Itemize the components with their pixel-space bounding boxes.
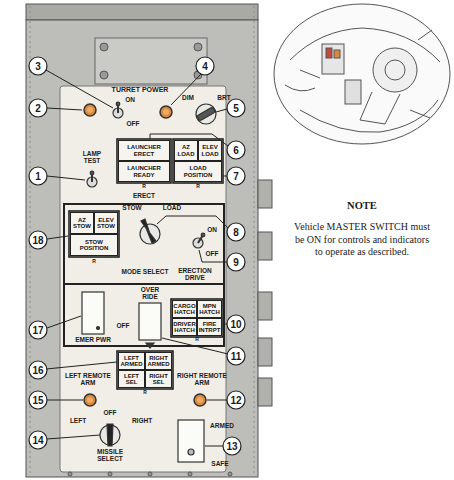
indicator-text: FIRE INTRPT: [198, 321, 221, 334]
indicator-lens: RIGHT SEL: [145, 370, 172, 388]
panel-label: R: [142, 184, 146, 189]
panel-label: RIGHT: [132, 418, 152, 425]
indicator-lens: ELEV STOW: [94, 212, 118, 234]
indicator-text: LAUNCHER READY: [119, 165, 169, 178]
indicator-text: ELEV STOW: [95, 217, 117, 230]
callout-number: 15: [32, 395, 43, 406]
panel-label: ERECT: [133, 193, 155, 200]
panel-label: OFF: [127, 121, 140, 128]
panel-label: DIM: [182, 95, 194, 102]
indicator-lens: LOAD POSITION: [174, 161, 222, 182]
panel-label: R: [196, 184, 200, 189]
panel-label: OVER RIDE: [136, 287, 164, 301]
callout-number: 1: [35, 171, 41, 182]
panel-label: OFF: [104, 410, 117, 417]
panel-label: SAFE: [211, 461, 228, 468]
panel-label: R: [195, 337, 199, 342]
panel-label: MODE SELECT: [122, 269, 169, 276]
callout-number: 11: [231, 351, 242, 362]
indicator-text: DRIVER HATCH: [173, 321, 196, 334]
callout-number: 7: [233, 171, 239, 182]
panel-label: EMER PWR: [75, 337, 111, 344]
panel-label: LEFT REMOTE ARM: [63, 373, 113, 387]
indicator-lens: DRIVER HATCH: [172, 318, 197, 336]
panel-label: R: [143, 390, 147, 395]
indicator-text: AZ STOW: [71, 217, 93, 230]
indicator-lens: STOW POSITION: [70, 234, 118, 256]
panel-label: BRT: [217, 95, 230, 102]
panel-label: ON: [207, 227, 217, 234]
panel-label: TURRET POWER: [112, 86, 169, 93]
callout-number: 14: [32, 435, 43, 446]
indicator-lens: CARGO HATCH: [172, 300, 197, 318]
indicator-lens: RIGHT ARMED: [145, 352, 172, 370]
panel-label: LOAD: [163, 205, 181, 212]
vehicle-inset: [274, 4, 450, 144]
indicator-lens: LAUNCHER READY: [118, 161, 170, 182]
note-text: NOTE: [347, 199, 377, 212]
indicator-text: LOAD POSITION: [175, 165, 221, 178]
panel-label: LAMP TEST: [78, 151, 106, 165]
panel-label: OFF: [117, 323, 130, 330]
callout-number: 2: [35, 103, 41, 114]
note-text: Vehicle MASTER SWITCH must be ON for con…: [291, 221, 433, 259]
indicator-text: RIGHT SEL: [146, 373, 171, 386]
callout-circles: [29, 57, 245, 455]
indicator-lens: FIRE INTRPT: [197, 318, 222, 336]
panel-label: ON: [125, 97, 135, 104]
callout-number: 17: [32, 325, 43, 336]
callout-number: 9: [233, 257, 239, 268]
indicator-lens: MPN HATCH: [197, 300, 222, 318]
callout-number: 18: [32, 235, 43, 246]
callout-number: 16: [32, 365, 43, 376]
indicator-text: AZ LOAD: [175, 144, 197, 157]
callout-number: 8: [233, 227, 239, 238]
panel-label: OFF: [206, 251, 219, 258]
indicator-text: CARGO HATCH: [173, 303, 196, 316]
leader-lines: [46, 70, 228, 446]
indicator-text: LEFT SEL: [119, 373, 144, 386]
indicator-text: RIGHT ARMED: [146, 355, 171, 368]
indicator-text: ELEV LOAD: [199, 144, 221, 157]
panel-label: ERECTION DRIVE: [174, 268, 216, 282]
callout-number: 6: [233, 145, 239, 156]
callout-number: 4: [202, 61, 208, 72]
panel-label: LEFT: [70, 418, 86, 425]
callout-number: 10: [230, 319, 241, 330]
panel-label: MISSILE SELECT: [90, 449, 130, 463]
indicator-text: LAUNCHER ERECT: [119, 144, 169, 157]
panel-label: RIGHT REMOTE ARM: [177, 373, 227, 387]
callout-number: 3: [35, 61, 41, 72]
indicator-lens: AZ LOAD: [174, 140, 198, 161]
indicator-text: MPN HATCH: [198, 303, 221, 316]
panel-label: ARMED: [210, 423, 234, 430]
indicator-lens: AZ STOW: [70, 212, 94, 234]
indicator-lens: LEFT SEL: [118, 370, 145, 388]
callout-number: 13: [226, 441, 237, 452]
panel-label: STOW: [122, 205, 141, 212]
callout-number: 5: [233, 103, 239, 114]
panel-label: R: [92, 259, 96, 264]
indicator-text: STOW POSITION: [71, 239, 117, 252]
indicator-lens: LEFT ARMED: [118, 352, 145, 370]
callout-number: 12: [230, 395, 241, 406]
indicator-lens: ELEV LOAD: [198, 140, 222, 161]
indicator-text: LEFT ARMED: [119, 355, 144, 368]
indicator-lens: LAUNCHER ERECT: [118, 140, 170, 161]
